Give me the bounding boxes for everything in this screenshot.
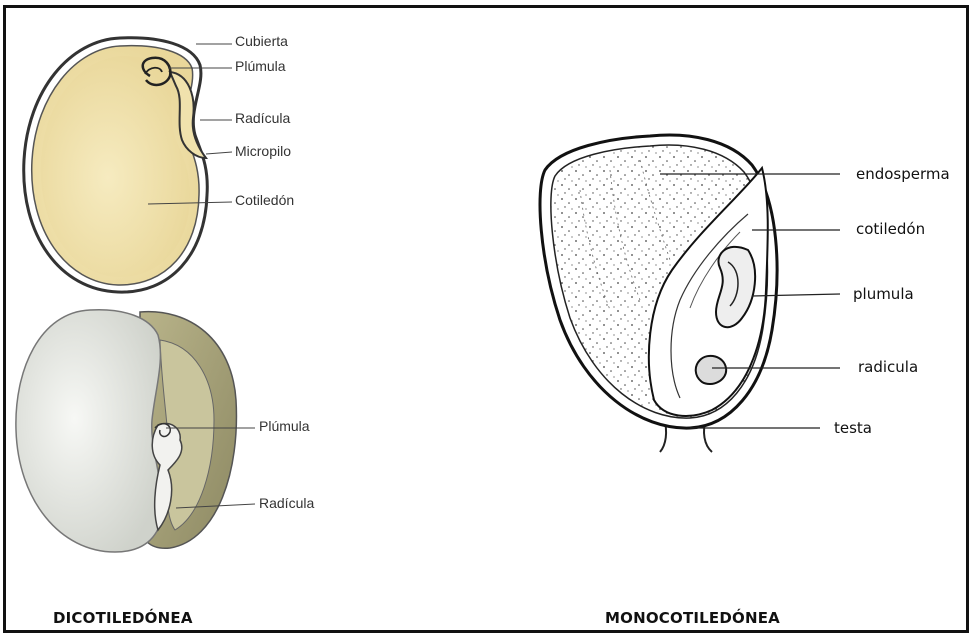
dicot-section-drawing (24, 38, 208, 292)
dicot-open-drawing (16, 310, 237, 552)
label-radicula-bottom: Radícula (259, 495, 314, 511)
label-radicula-top: Radícula (235, 110, 290, 126)
label-cotiledon-dicot: Cotiledón (235, 192, 294, 208)
label-plumula-bottom: Plúmula (259, 418, 310, 434)
label-plumula-top: Plúmula (235, 58, 286, 74)
label-micropilo: Micropilo (235, 143, 291, 159)
monocot-radicle-drawing (696, 356, 726, 384)
label-testa: testa (834, 419, 872, 437)
label-cubierta: Cubierta (235, 33, 288, 49)
caption-monocotiledonea: MONOCOTILEDÓNEA (605, 609, 780, 627)
monocot-drawing (540, 135, 777, 452)
label-radicula-monocot: radicula (858, 358, 918, 376)
label-endosperma: endosperma (856, 165, 950, 183)
caption-dicotiledonea: DICOTILEDÓNEA (53, 609, 193, 627)
label-cotiledon-monocot: cotiledón (856, 220, 925, 238)
dicot-white-cotyledon (16, 310, 162, 552)
label-plumula-monocot: plumula (853, 285, 914, 303)
